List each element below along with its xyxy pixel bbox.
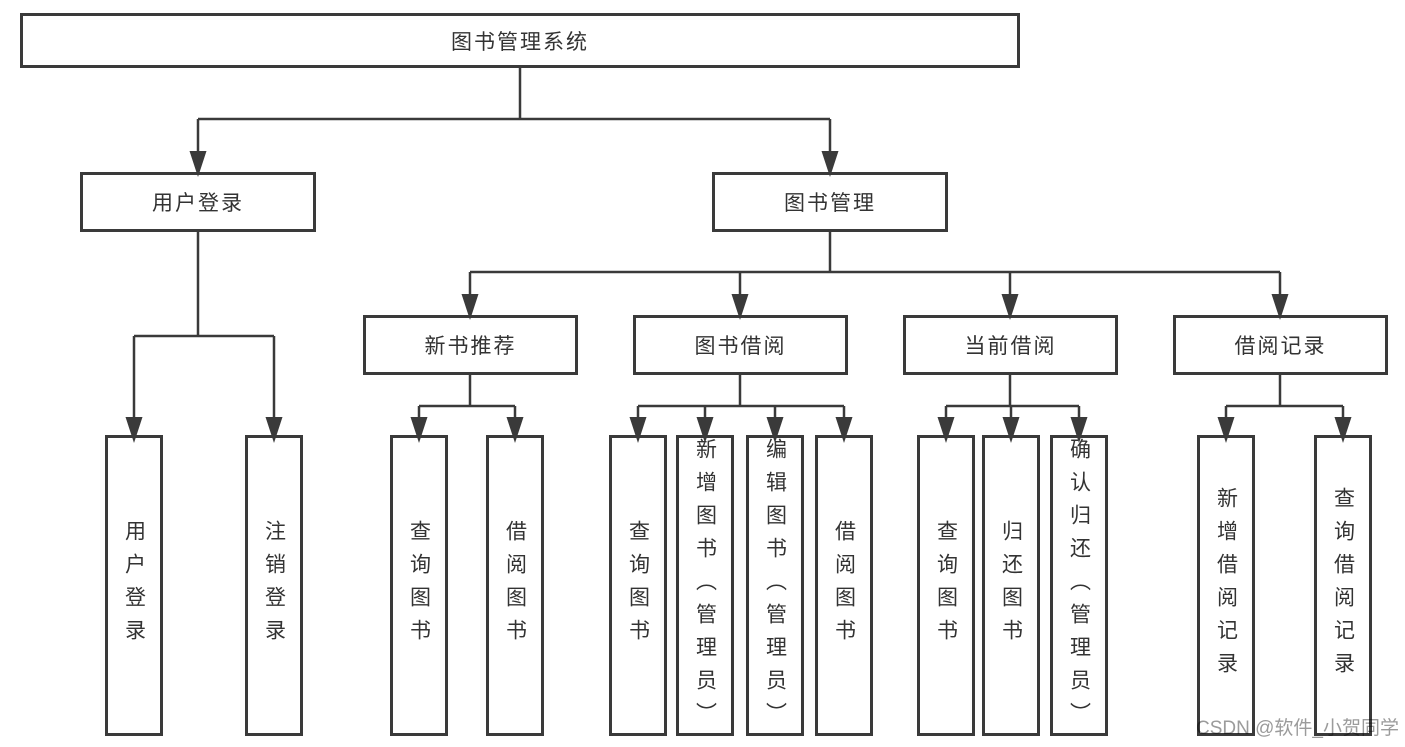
- node-label: 图书管理系统: [451, 30, 589, 54]
- csdn-watermark: CSDN @软件_小贺同学: [1196, 718, 1399, 739]
- leaf-query-books-recommend: 查询图书: [390, 435, 448, 736]
- node-label: 当前借阅: [964, 335, 1057, 358]
- leaf-return-books: 归还图书: [982, 435, 1040, 736]
- node-label: 图书借阅: [694, 335, 787, 358]
- leaf-add-books-admin: 新增图书（管理员）: [676, 435, 734, 736]
- edge-current-borrow-children: [944, 375, 1081, 421]
- leaf-label: 查询图书: [934, 519, 958, 652]
- leaf-label: 借阅图书: [503, 519, 527, 652]
- node-label: 借阅记录: [1234, 335, 1327, 358]
- leaf-borrow-books-recommend: 借阅图书: [486, 435, 544, 736]
- leaf-query-books-current: 查询图书: [917, 435, 975, 736]
- leaf-confirm-return-admin: 确认归还（管理员）: [1050, 435, 1108, 736]
- node-new-book-recommend: 新书推荐: [363, 315, 578, 375]
- node-current-borrow: 当前借阅: [903, 315, 1118, 375]
- leaf-label: 编辑图书（管理员）: [763, 438, 787, 735]
- leaf-label: 确认归还（管理员）: [1067, 438, 1091, 735]
- node-library-system: 图书管理系统: [20, 13, 1020, 68]
- node-label: 用户登录: [152, 192, 244, 215]
- edge-new-book-children: [417, 375, 517, 421]
- leaf-query-borrow-record: 查询借阅记录: [1314, 435, 1372, 736]
- node-label: 新书推荐: [424, 335, 517, 358]
- leaf-edit-books-admin: 编辑图书（管理员）: [746, 435, 804, 736]
- leaf-label: 借阅图书: [832, 519, 856, 652]
- leaf-query-books-borrow: 查询图书: [609, 435, 667, 736]
- leaf-borrow-books: 借阅图书: [815, 435, 873, 736]
- leaf-add-borrow-record: 新增借阅记录: [1197, 435, 1255, 736]
- edge-book-borrow-children: [636, 375, 846, 421]
- node-book-borrow: 图书借阅: [633, 315, 848, 375]
- node-book-management: 图书管理: [712, 172, 948, 232]
- leaf-label: 新增图书（管理员）: [693, 438, 717, 735]
- leaf-label: 查询借阅记录: [1331, 486, 1355, 685]
- edge-user-login-children: [132, 232, 276, 421]
- leaf-label: 查询图书: [626, 519, 650, 652]
- node-label: 图书管理: [784, 192, 876, 215]
- edge-borrow-records-children: [1224, 375, 1345, 421]
- leaf-label: 新增借阅记录: [1214, 486, 1238, 685]
- leaf-label: 用户登录: [122, 519, 146, 652]
- leaf-user-login: 用户登录: [105, 435, 163, 736]
- node-borrow-records: 借阅记录: [1173, 315, 1388, 375]
- node-user-login: 用户登录: [80, 172, 316, 232]
- leaf-label: 注销登录: [262, 519, 286, 652]
- leaf-logout: 注销登录: [245, 435, 303, 736]
- leaf-label: 归还图书: [999, 519, 1023, 652]
- edge-root-to-level1: [196, 68, 832, 155]
- edge-book-management-children: [468, 232, 1282, 298]
- leaf-label: 查询图书: [407, 519, 431, 652]
